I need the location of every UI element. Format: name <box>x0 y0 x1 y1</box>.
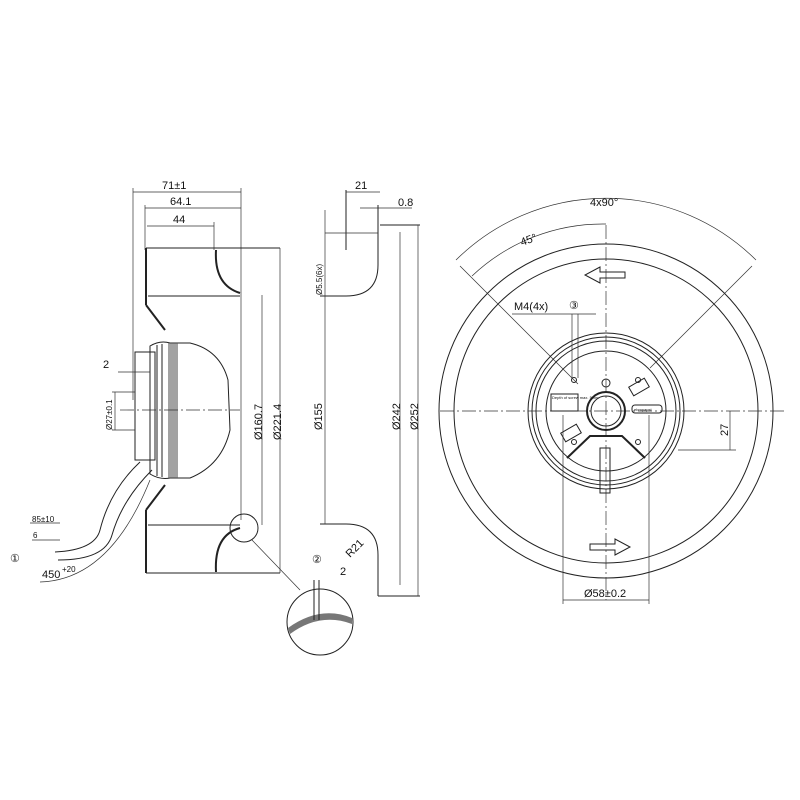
dim-44: 44 <box>173 214 185 226</box>
dim-155: Ø155 <box>313 403 325 430</box>
cable-6: 6 <box>33 531 38 540</box>
cable-450: 450 <box>42 569 60 581</box>
cable-450-tol: +20 <box>62 565 76 574</box>
dim-4x90: 4x90° <box>590 197 618 209</box>
dim-m4: M4(4x) <box>514 301 548 313</box>
dim-27: Ø27±0.1 <box>105 399 114 430</box>
side-view: 71±1 64.1 44 Ø160.7 Ø221.4 Ø27±0.1 2 <box>10 180 284 583</box>
note-3: ③ <box>569 300 579 312</box>
dim-45: 45° <box>519 232 539 249</box>
dim-64: 64.1 <box>170 196 191 208</box>
dim-252: Ø252 <box>409 403 421 430</box>
dim-58: Ø58±0.2 <box>584 588 626 600</box>
dim-27-front: 27 <box>719 424 731 436</box>
label-brand: ebmpapst <box>634 407 652 412</box>
dim-242: Ø242 <box>391 403 403 430</box>
dim-21: 21 <box>355 180 367 192</box>
front-view: 4x90° 45° Depth of screw max. 5mm ebmpap… <box>438 197 785 604</box>
dim-71: 71±1 <box>162 180 186 192</box>
dim-2-left: 2 <box>103 359 109 371</box>
dim-221-4: Ø221.4 <box>272 404 284 440</box>
note-1: ① <box>10 553 20 565</box>
dim-5-5: Ø5.5(6x) <box>315 264 324 295</box>
dim-160-7: Ø160.7 <box>253 404 265 440</box>
note-2: ② <box>312 554 322 566</box>
dim-2: 2 <box>340 566 346 578</box>
label-depth: Depth of screw max. 5mm <box>552 395 599 400</box>
cable-85: 85±10 <box>32 515 55 524</box>
dim-0-8: 0.8 <box>398 197 413 209</box>
dim-r21: R21 <box>344 537 367 560</box>
section-view: 21 0.8 Ø5.5(6x) Ø155 Ø242 Ø252 R21 ② 2 <box>229 180 421 656</box>
